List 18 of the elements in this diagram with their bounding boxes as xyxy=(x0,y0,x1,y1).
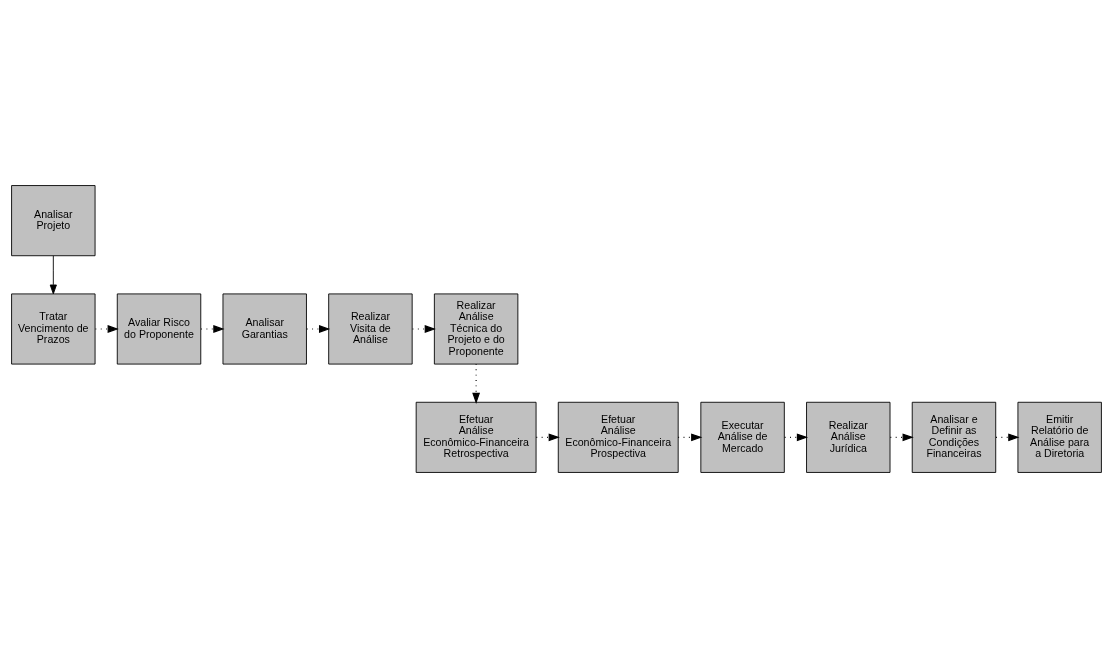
node-box: Realizar Análise Jurídica xyxy=(806,401,891,473)
node-box: Analisar Projeto xyxy=(11,185,96,257)
node-box: Avaliar Risco do Proponente xyxy=(116,293,202,365)
arrow xyxy=(200,325,225,333)
arrow xyxy=(411,325,436,333)
node-box: Realizar Visita de Análise xyxy=(328,293,413,365)
arrow xyxy=(49,255,57,295)
node-box: Analisar Garantias xyxy=(222,293,307,365)
node-box: Analisar e Definir as Condições Financeiras xyxy=(911,401,997,473)
node-box: Efetuar Análise Econômico-Financeira Retrospectiva xyxy=(415,401,537,473)
node-box: Executar Análise de Mercado xyxy=(700,401,785,473)
node-box: Tratar Vencimento de Prazos xyxy=(11,293,96,365)
arrow xyxy=(472,363,481,404)
arrow xyxy=(94,325,119,333)
node-box: Emitir Relatório de Análise para a Diretoria xyxy=(1017,401,1102,473)
node-box: Efetuar Análise Econômico-Financeira Prospectiva xyxy=(557,401,679,473)
node-box: Realizar Análise Técnica do Projeto e do Proponente xyxy=(433,293,519,365)
arrow xyxy=(306,325,331,333)
